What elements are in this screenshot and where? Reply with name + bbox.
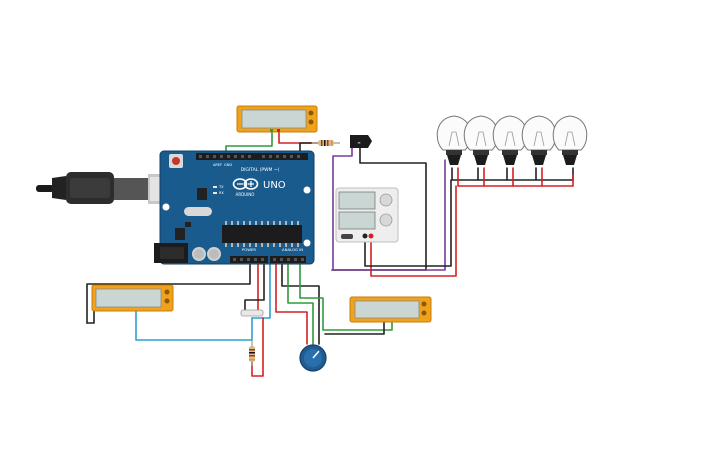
current-knob[interactable] [379, 213, 393, 227]
bulb-array [436, 115, 588, 165]
digital-header[interactable] [196, 153, 308, 160]
wire-green-right-lcd[interactable] [299, 263, 393, 331]
mounting-hole [303, 239, 311, 247]
positive-terminal[interactable] [368, 233, 374, 239]
potentiometer[interactable] [299, 344, 327, 372]
sensor-component[interactable] [240, 309, 264, 317]
light-bulb[interactable] [492, 115, 528, 165]
light-bulb[interactable] [436, 115, 472, 165]
wire-black-right-lcd[interactable] [324, 320, 385, 335]
wire-green-pot[interactable] [287, 263, 314, 345]
wire-red-supply[interactable] [370, 185, 457, 277]
wire-black-supply[interactable] [364, 179, 452, 267]
board-model-label: UNO [263, 180, 286, 191]
lcd-right[interactable] [349, 296, 432, 323]
voltage-knob[interactable] [379, 193, 393, 207]
resistor-bottom[interactable] [249, 340, 255, 366]
mounting-hole [303, 186, 311, 194]
supply-current-display [338, 211, 376, 230]
wire-black-left-lcd-2[interactable] [86, 308, 95, 324]
analog-header-label: ANALOG IN [282, 247, 303, 252]
light-bulb[interactable] [521, 115, 557, 165]
mounting-hole [162, 203, 170, 211]
light-bulb[interactable] [552, 115, 588, 165]
gnd-label: GND [224, 163, 232, 167]
wire-red-pot[interactable] [275, 263, 308, 345]
wire-red-bottom-resistor[interactable] [251, 317, 264, 377]
brand-label: ARDUINO [236, 192, 255, 197]
tx-label: TX [218, 185, 224, 189]
wire-blue-left-lcd[interactable] [135, 310, 253, 341]
transistor[interactable]: ≡ [350, 135, 372, 148]
supply-voltage-display [338, 191, 376, 210]
wire-black-left-lcd[interactable] [86, 263, 251, 324]
rx-label: RX [219, 191, 224, 195]
rx-led [213, 192, 217, 194]
digital-header-label: DIGITAL (PWM ~) [241, 167, 280, 173]
arduino-logo [232, 178, 259, 190]
wire-black-sensor[interactable] [244, 263, 265, 313]
wire-red-bulbs-1[interactable] [457, 167, 574, 187]
aref-label: AREF [213, 163, 222, 167]
power-header-label: POWER [242, 247, 256, 252]
lcd-top[interactable] [236, 105, 318, 133]
wire-red-top-lcd[interactable] [278, 130, 319, 144]
regulator-chip [175, 228, 185, 240]
crystal [184, 207, 212, 216]
power-switch[interactable] [341, 234, 353, 239]
wire-blue-sensor[interactable] [251, 263, 271, 319]
negative-terminal[interactable] [362, 233, 368, 239]
atmega-chip [222, 225, 302, 243]
usb-chip [197, 188, 207, 200]
wire-purple-transistor[interactable] [332, 147, 446, 271]
usb-cable[interactable] [36, 172, 170, 204]
wires [86, 130, 574, 377]
tx-led [213, 186, 217, 188]
lcd-left[interactable] [91, 284, 174, 312]
resistor-top[interactable] [312, 140, 340, 146]
light-bulb[interactable] [463, 115, 499, 165]
svg-text:≡: ≡ [357, 140, 360, 145]
arduino-uno-board[interactable]: DIGITAL (PWM ~) AREF GND TX RX UNO ARDUI… [154, 150, 315, 265]
pot-indicator [312, 350, 320, 359]
power-supply[interactable] [335, 187, 399, 243]
